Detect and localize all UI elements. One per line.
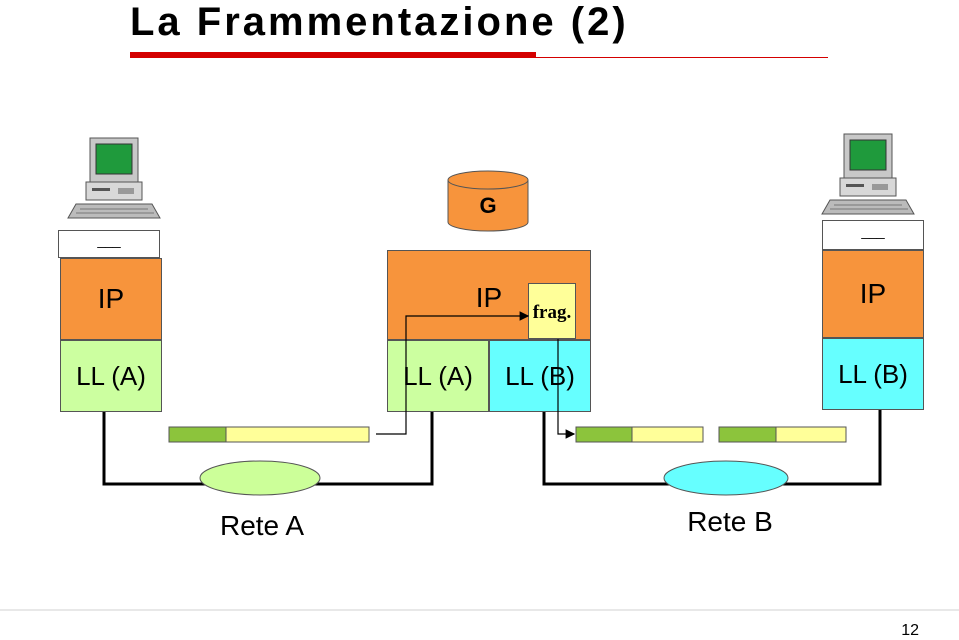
title-underline [130, 52, 536, 58]
gateway-label: G [479, 193, 497, 218]
router-ll-a-label: LL (A) [403, 360, 473, 391]
left-ll-layer [60, 340, 162, 412]
gateway-cylinder [447, 170, 529, 232]
left-app-box [58, 230, 160, 258]
router-ip-label: IP [475, 282, 503, 313]
packet-a-payload [225, 426, 370, 443]
computer-icon-right [821, 133, 915, 215]
left-ip-layer [60, 258, 162, 340]
left-app-label: ___ [97, 232, 121, 248]
rete-b-cloud [663, 460, 789, 496]
frag-label: frag. [532, 302, 572, 323]
left-ip-label: IP [97, 283, 125, 314]
rete-a-cloud [199, 460, 321, 496]
fragment-1-payload [631, 426, 704, 443]
right-ll-layer [822, 338, 924, 410]
rete-a-label: Rete A [219, 510, 305, 541]
frag-box [528, 283, 576, 339]
right-ip-layer [822, 250, 924, 338]
router-ll-b-label: LL (B) [505, 360, 575, 391]
fragment-2-header [718, 426, 777, 443]
packet-a-header [168, 426, 227, 443]
router-ll-a-layer [387, 340, 489, 412]
footer-divider [0, 609, 959, 611]
computer-icon-left [67, 137, 161, 219]
right-app-label: ___ [861, 223, 885, 239]
path-arrow-in [376, 311, 530, 435]
page-number: 12 [901, 622, 919, 639]
rete-b-label: Rete B [687, 506, 773, 537]
left-ll-label: LL (A) [76, 360, 146, 391]
title-underline-thin [536, 57, 828, 58]
fragment-2-payload [775, 426, 847, 443]
page-title: La Frammentazione (2) [130, 0, 629, 44]
path-arrow-out [557, 339, 576, 439]
fragment-1-header [575, 426, 633, 443]
right-ip-label: IP [859, 278, 887, 309]
right-app-box [822, 220, 924, 250]
router-ll-b-layer [489, 340, 591, 412]
right-ll-label: LL (B) [838, 358, 908, 389]
